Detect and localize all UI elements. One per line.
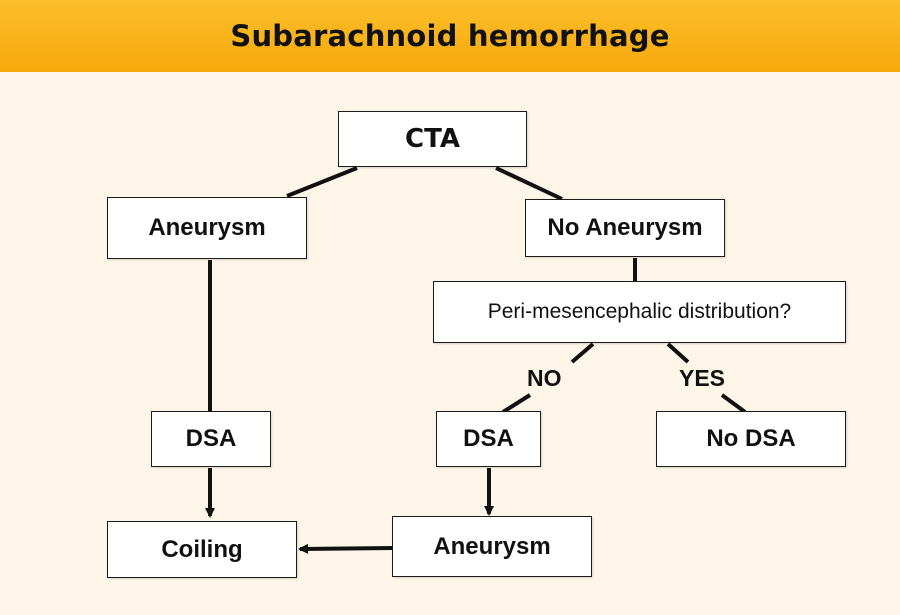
- no-dsa-node: No DSA: [656, 411, 846, 467]
- aneurysm-bottom-label: Aneurysm: [433, 532, 551, 560]
- edge-yes-no-dsa: [720, 393, 747, 414]
- header-bar: Subarachnoid hemorrhage: [0, 0, 900, 72]
- no-dsa-label: No DSA: [706, 425, 796, 452]
- coiling-label: Coiling: [161, 535, 243, 563]
- cta-node: CTA: [338, 111, 527, 167]
- no-aneurysm-node: No Aneurysm: [525, 199, 725, 257]
- edge-aneurysm-coiling: [298, 543, 393, 554]
- aneurysm-node-bottom: Aneurysm: [392, 516, 592, 577]
- aneurysm-node-top: Aneurysm: [107, 197, 307, 259]
- dsa-mid-label: DSA: [463, 425, 514, 452]
- page-title: Subarachnoid hemorrhage: [230, 19, 670, 53]
- dsa-left-label: DSA: [185, 425, 237, 452]
- yes-branch-label: YES: [679, 365, 726, 391]
- edge-cta-aneurysm: [286, 166, 358, 198]
- no-branch-label: NO: [527, 365, 562, 391]
- coiling-node: Coiling: [107, 521, 297, 578]
- edge-cta-no-aneurysm: [495, 166, 563, 201]
- edge-question-yes: [666, 342, 690, 364]
- edge-no-dsa: [501, 393, 532, 414]
- peri-mesencephalic-question-node: Peri-mesencephalic distribution?: [433, 281, 846, 343]
- dsa-node-left: DSA: [151, 411, 271, 467]
- edge-question-no: [570, 342, 595, 364]
- dsa-node-mid: DSA: [436, 411, 541, 467]
- cta-label: CTA: [405, 124, 460, 154]
- no-aneurysm-label: No Aneurysm: [547, 214, 703, 241]
- peri-question-label: Peri-mesencephalic distribution?: [487, 300, 792, 323]
- aneurysm-top-label: Aneurysm: [148, 214, 266, 241]
